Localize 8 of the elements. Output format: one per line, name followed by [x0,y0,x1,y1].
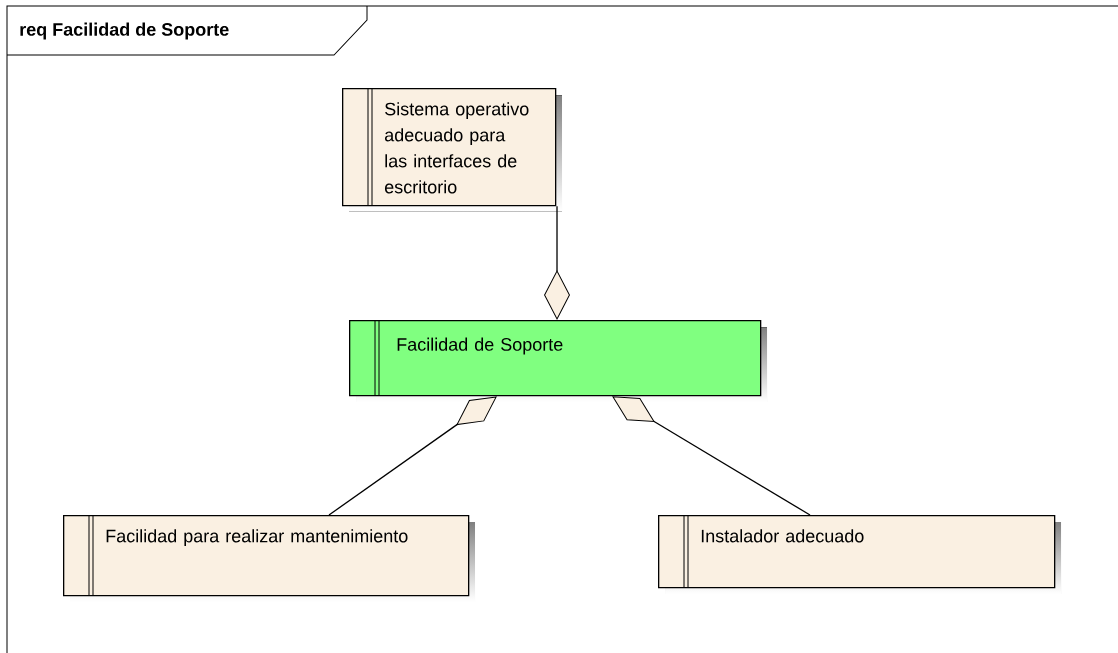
aggregation-line [544,205,570,320]
title-tab: req Facilidad de Soporte [6,5,368,56]
requirement-box: Instalador adecuado [658,514,1061,594]
requirement-box: Facilidad de Soporte [349,319,767,402]
requirement-box: Sistema operativo adecuado para las interfaces de escritorio [342,87,562,212]
aggregation-line [328,396,497,516]
requirement-box: Facilidad para realizar mantenimiento [63,514,475,602]
aggregation-line [612,396,811,516]
